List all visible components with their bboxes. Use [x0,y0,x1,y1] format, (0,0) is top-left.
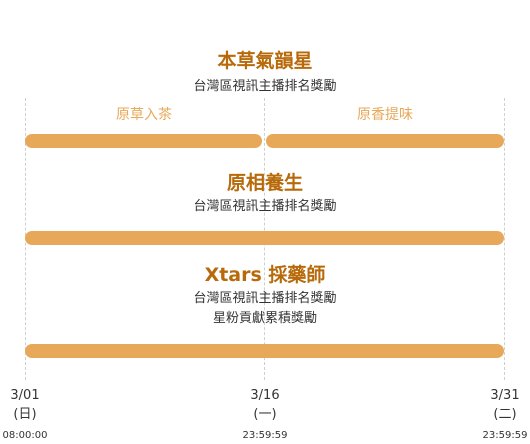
phase-label-2: 原香提味 [357,107,413,123]
timeline-guide-end [504,98,505,380]
timeline-bar-section-3 [25,344,504,358]
timeline-tick-start: 3/01 (日) 08:00:00 [0,386,65,443]
tick-time: 23:59:59 [482,430,528,441]
timeline-bar-section-2 [25,231,504,245]
phase-label-1: 原草入茶 [116,107,172,123]
timeline-tick-mid: 3/16 (一) 23:59:59 [225,386,305,443]
section-title-2: 原相養生 [226,172,303,194]
tick-time: 23:59:59 [242,430,288,441]
timeline-bar-phase-2 [266,134,504,148]
section-subtitle-3-line-1: 台灣區視訊主播排名獎勵 [193,291,337,306]
tick-date: 3/16 [250,388,280,403]
tick-time: 08:00:00 [2,430,48,441]
tick-date: 3/31 [490,388,520,403]
section-subtitle-2: 台灣區視訊主播排名獎勵 [193,199,337,214]
section-subtitle-1: 台灣區視訊主播排名獎勵 [193,79,337,94]
timeline-bar-phase-1 [25,134,262,148]
section-subtitle-3-line-2: 星粉貢獻累積獎勵 [212,311,317,326]
tick-date: 3/01 [10,388,40,403]
section-title-3: Xtars 採藥師 [204,264,326,286]
tick-weekday: (日) [13,407,37,422]
section-title-1: 本草氣韻星 [217,50,313,72]
tick-weekday: (二) [493,407,517,422]
tick-weekday: (一) [253,407,277,422]
timeline-tick-end: 3/31 (二) 23:59:59 [465,386,530,443]
